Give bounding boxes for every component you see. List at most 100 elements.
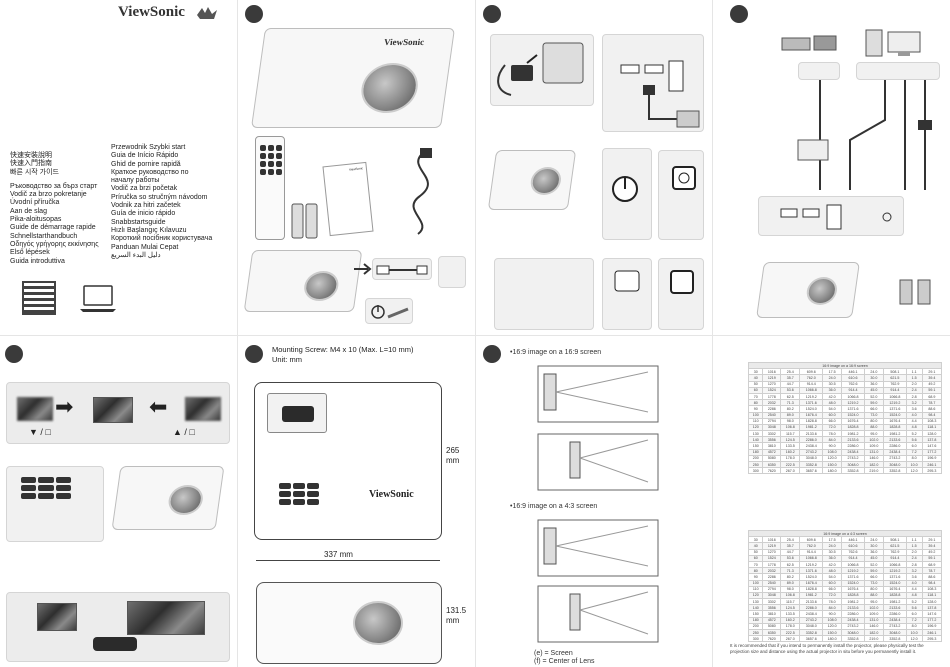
power-on-closeup — [602, 148, 652, 240]
screen-heading-1: •16:9 image on a 16:9 screen — [510, 349, 602, 356]
lang-item: Guide de démarrage rapide — [10, 224, 96, 232]
table-cell: 3657.6 — [799, 467, 823, 475]
small-image — [37, 603, 77, 631]
lens-icon — [353, 601, 403, 645]
projector-focus-illustration — [111, 466, 225, 530]
lang-item: Guía de inicio rápido — [111, 210, 176, 218]
table-cell: 3352.8 — [883, 635, 907, 643]
table-cell: 300 — [747, 467, 764, 475]
lens-icon — [528, 167, 563, 195]
battery-icon — [290, 200, 320, 240]
projector-brand: ViewSonic — [369, 489, 414, 500]
lang-item: Οδηγός γρήγορης εκκίνησης — [10, 240, 99, 248]
projector-rear-panel — [758, 196, 904, 236]
panel-divider — [712, 0, 713, 667]
lang-item: Короткий посібник користувача — [111, 235, 213, 243]
projector-illustration: ViewSonic — [250, 28, 456, 128]
language-list-right: Przewodnik Szybki start Guia de Início R… — [111, 144, 235, 260]
panel-divider — [0, 335, 950, 336]
arrow-left-icon: ⬅ — [149, 394, 168, 419]
focus-ring-closeup — [494, 258, 594, 330]
brand-name: ViewSonic — [118, 4, 185, 20]
table-cell: 267.0 — [780, 635, 801, 643]
lang-item: Краткое руководство по — [111, 168, 189, 176]
projector-brand: ViewSonic — [383, 37, 425, 47]
table-cell: 219.0 — [863, 635, 885, 643]
step-3-marker — [730, 5, 748, 23]
table-cell: 295.3 — [921, 635, 943, 643]
screen-legend: (e) = Screen (f) = Center of Lens — [534, 650, 595, 666]
lang-item: Ръководство за бърз старт — [10, 182, 98, 190]
lang-item: 빠른 시작 가이드 — [10, 168, 59, 176]
lang-item: Pika-aloitusopas — [10, 216, 62, 224]
zoom-comparison-box — [6, 592, 230, 662]
lang-item: Első lépések — [10, 249, 50, 257]
lens-icon — [804, 277, 839, 305]
table-cell: 12.0 — [905, 635, 923, 643]
lang-item: Guia de Início Rápido — [111, 152, 179, 160]
lens-icon — [358, 63, 422, 113]
mounting-unit: Unit: mm — [272, 355, 302, 364]
lang-item: Príručka so stručným návodom — [111, 193, 208, 201]
source-button-closeup — [602, 258, 652, 330]
step-1-marker — [245, 5, 263, 23]
table-cell: 7620 — [762, 467, 782, 475]
power-button-box — [365, 298, 413, 324]
focus-comparison-box: ➡ ⬅ ▼ / □ ▲ / □ — [6, 382, 230, 444]
focus-label-left: ▼ / □ — [29, 427, 51, 437]
step-5-marker — [245, 345, 263, 363]
table-cell: 3352.8 — [883, 467, 907, 475]
lang-item: Schnellstarthandbuch — [10, 232, 78, 240]
birds-logo-icon — [196, 6, 218, 20]
depth-dimension: 265 mm — [446, 446, 459, 466]
speaker-icon — [898, 276, 932, 306]
lang-item: Hızlı Başlangıç Kılavuzu — [111, 226, 187, 234]
computer-output-box — [856, 62, 940, 80]
mounting-screw-spec: Mounting Screw: M4 x 10 (Max. L=10 mm) — [272, 345, 414, 354]
usb-port-box — [438, 256, 466, 288]
blurry-image — [185, 397, 221, 421]
panel-divider — [237, 0, 238, 667]
lang-item: 快速入門指南 — [10, 160, 52, 168]
lang-item: Guida introduttiva — [10, 257, 65, 265]
zoom-ring-icon — [93, 637, 137, 651]
screen-diagram-16-9 — [530, 362, 662, 494]
table-cell: 7620 — [762, 635, 782, 643]
table-cell: 300 — [747, 635, 764, 643]
language-list-left: 快速安裝說明 快速入門指南 빠른 시작 가이드 Ръководство за б… — [10, 152, 110, 266]
depth-unit: mm — [446, 456, 460, 465]
power-plug-closeup — [490, 34, 594, 106]
table-cell: 180.0 — [821, 635, 843, 643]
table-cell: 295.3 — [921, 467, 943, 475]
height-value: 131.5 — [446, 606, 467, 615]
qr-code — [22, 281, 56, 315]
arrow-right-icon: ➡ — [55, 394, 74, 419]
height-unit: mm — [446, 616, 460, 625]
height-dimension: 131.5 mm — [446, 606, 466, 626]
power-cable-icon — [394, 148, 446, 238]
projector-top-view: ViewSonic — [254, 382, 442, 540]
remote-control-icon — [255, 136, 285, 240]
step-4-marker — [5, 345, 23, 363]
depth-value: 265 — [446, 446, 460, 455]
lang-item: 快速安裝說明 — [10, 152, 52, 159]
lang-item: началу работы — [111, 177, 160, 185]
device-output-box — [798, 62, 840, 80]
table-cell: 3352.8 — [841, 467, 865, 475]
blurry-image — [17, 397, 53, 421]
arrow-icon — [354, 262, 374, 276]
legend-e: (e) = Screen — [534, 650, 573, 657]
remote-power-closeup — [658, 150, 704, 240]
table-cell: 267.0 — [780, 467, 801, 475]
lang-item: Panduan Mulai Cepat — [111, 243, 179, 251]
installation-note: It is recommended that if you intend to … — [730, 643, 924, 654]
